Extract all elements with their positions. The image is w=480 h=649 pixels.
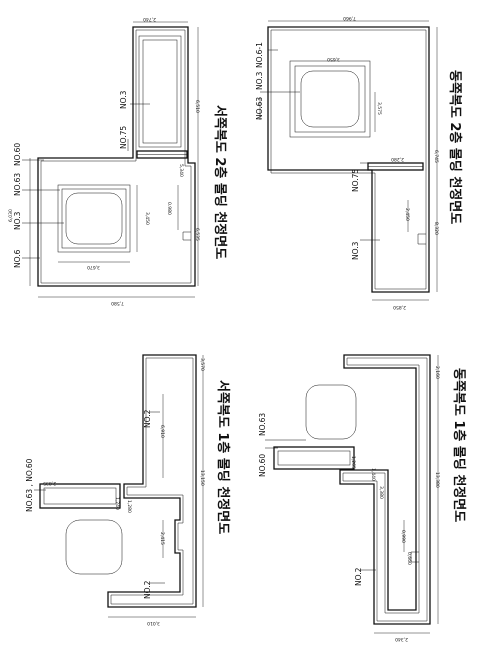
- dim-text: 2,280: [391, 156, 404, 162]
- molding-box-inner: [43, 487, 117, 505]
- dim-text: 6,510: [194, 100, 200, 113]
- notch-west-2f: [182, 231, 191, 241]
- dim-text: 2,740: [143, 16, 156, 22]
- dim-text: 6,030: [8, 209, 14, 222]
- notch-east-1f: [410, 551, 419, 563]
- inner-outline-east-1f: [342, 357, 428, 622]
- label: NO.60: [258, 454, 267, 477]
- dim-text: 13,380: [434, 472, 440, 488]
- plan-east-2f: NO.3 NO.6-1 NO.63 NO.75 NO.3 7,960 3,650…: [255, 15, 463, 310]
- dim-text: 3,650: [327, 56, 340, 62]
- drawing-title: 동쪽복도 2층 몰딩 천정면도: [447, 70, 463, 224]
- plan-east-1f: NO.60 NO.63 NO.2 2,160 1,440 1,265 3,380…: [258, 354, 467, 642]
- outline-west-1f: [107, 354, 197, 608]
- ceiling-round: [65, 519, 123, 575]
- dim-text: 3,380: [378, 486, 384, 499]
- dim-text: 0.980: [166, 202, 172, 215]
- notch-east-2f: [417, 233, 426, 245]
- dim-text: 2,850: [393, 304, 406, 310]
- dim-text: 1,265: [350, 456, 356, 469]
- inner-outline-west-2f: [40, 29, 192, 284]
- dim-text: 2,415: [159, 532, 165, 545]
- drawing-title: 동쪽복도 1층 몰딩 천정면도: [451, 368, 467, 522]
- wing-rect-outer: [138, 35, 182, 148]
- label: NO.3: [351, 241, 360, 260]
- dim-text: 1,280: [126, 500, 132, 513]
- dim-text: 6,910: [159, 425, 165, 438]
- dim-text: 7,580: [111, 300, 124, 306]
- ceiling-frame-outer: [57, 184, 131, 253]
- label: NO.2: [143, 580, 152, 599]
- plan-west-2f: NO.3 NO.75 NO.60 NO.63 NO.3 NO.6 2,740 6…: [8, 16, 228, 306]
- dim-text: 3,570: [199, 358, 205, 371]
- ceiling-frame-inner: [65, 192, 123, 245]
- inner-outline-west-1f: [110, 357, 194, 605]
- dim-text: 5,340: [178, 164, 184, 177]
- ceiling-frame-mid: [294, 65, 366, 133]
- dim-text: 2,835: [43, 480, 56, 486]
- plan-west-1f: NO.63 , NO.60 NO.2 NO.2 3,570 6,910 2,83…: [25, 354, 231, 626]
- label: NO.75: [351, 169, 360, 192]
- label: NO.63: [258, 413, 267, 436]
- drawing-title: 서쪽복도 2층 몰딩 천정면도: [212, 105, 228, 259]
- label: NO.3: [13, 211, 22, 230]
- label: NO.63: [13, 173, 22, 196]
- dim-text: 6,535: [194, 228, 200, 241]
- dim-text: 2,450: [404, 208, 410, 221]
- dim-text: 0,990: [400, 530, 406, 543]
- dim-text: 2,340: [395, 636, 408, 642]
- label: NO.3: [255, 71, 264, 90]
- label: NO.6: [13, 249, 22, 268]
- label: NO.75: [119, 126, 128, 149]
- dim-text: 0,660: [406, 552, 412, 565]
- label: NO.63 , NO.60: [25, 458, 34, 512]
- dim-text: 2,160: [434, 366, 440, 379]
- label: NO.2: [143, 409, 152, 428]
- label: NO.60: [13, 143, 22, 166]
- dim-text: 1,240: [114, 497, 120, 510]
- drawing-title: 서쪽복도 1층 몰딩 천정면도: [215, 380, 231, 534]
- dim-text: 13,150: [199, 470, 205, 486]
- outline-west-2f: [37, 26, 196, 287]
- molding-box-inner: [277, 450, 351, 466]
- ceiling-frame-outer: [289, 60, 371, 138]
- molding-box-outer: [273, 446, 355, 470]
- outline-east-1f: [339, 354, 431, 625]
- wing-rect-inner: [142, 39, 178, 144]
- dim-text: 1,440: [370, 468, 376, 481]
- ceiling-frame-inner: [300, 70, 360, 128]
- label: NO.3: [119, 90, 128, 109]
- ceiling-frame-mid: [61, 188, 127, 249]
- label: NO.6-1: [255, 42, 264, 68]
- ceiling-round: [305, 384, 357, 440]
- dim-text: 3,670: [87, 264, 100, 270]
- dim-text: 7,960: [343, 15, 356, 21]
- dim-text: 8,320: [433, 222, 439, 235]
- label: NO.63: [255, 97, 264, 120]
- label: NO.2: [354, 567, 363, 586]
- dim-text: 6,745: [433, 150, 439, 163]
- molding-box-outer: [39, 483, 121, 509]
- dim-text: 3,450: [144, 212, 150, 225]
- outline-east-2f: [267, 26, 430, 293]
- dim-text: 3,010: [147, 620, 160, 626]
- dim-text: 3,575: [376, 102, 382, 115]
- inner-outline-east-2f: [270, 29, 427, 290]
